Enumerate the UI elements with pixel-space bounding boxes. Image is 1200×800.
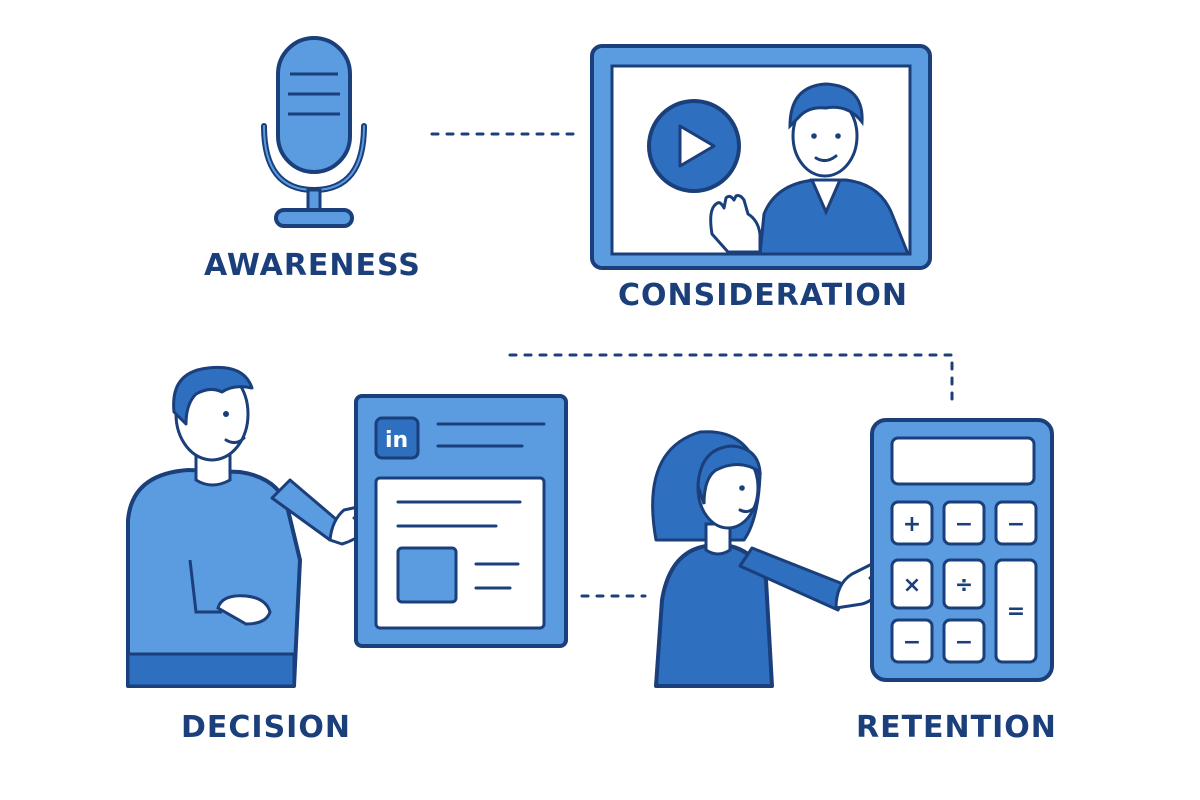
- linkedin-badge-text: in: [385, 428, 408, 453]
- calculator-icon: + − − × ÷ = −: [870, 418, 1054, 682]
- svg-text:=: =: [1007, 599, 1025, 624]
- linkedin-post-icon: in: [354, 394, 568, 648]
- calc-key-minus-1: −: [942, 500, 986, 546]
- calc-key-plus: +: [890, 500, 934, 546]
- calculator-display: [890, 436, 1036, 486]
- calc-key-divide: ÷: [942, 558, 986, 610]
- svg-text:+: +: [903, 512, 921, 537]
- linkedin-logo-icon: in: [374, 416, 420, 460]
- svg-text:×: ×: [903, 573, 921, 598]
- calc-key-minus-4: −: [942, 618, 986, 664]
- calc-key-multiply: ×: [890, 558, 934, 610]
- stage-label-retention: RETENTION: [856, 710, 1057, 745]
- stage-label-consideration: CONSIDERATION: [618, 278, 909, 313]
- calc-key-minus-3: −: [890, 618, 934, 664]
- svg-text:−: −: [903, 630, 921, 655]
- video-presentation-icon: [590, 44, 932, 270]
- calc-key-equals: =: [994, 558, 1038, 664]
- presenting-man-figure: [126, 365, 377, 688]
- svg-text:−: −: [1007, 512, 1025, 537]
- stage-label-decision: DECISION: [181, 710, 351, 745]
- play-icon: [647, 99, 741, 193]
- woman-using-calculator-figure: [651, 430, 885, 688]
- svg-text:÷: ÷: [955, 573, 973, 598]
- microphone-icon: [261, 36, 367, 228]
- svg-text:−: −: [955, 630, 973, 655]
- connector-consideration-retention: [508, 353, 954, 404]
- presenter-figure: [709, 82, 911, 256]
- svg-text:−: −: [955, 512, 973, 537]
- calc-key-minus-2: −: [994, 500, 1038, 546]
- stage-label-awareness: AWARENESS: [204, 248, 421, 283]
